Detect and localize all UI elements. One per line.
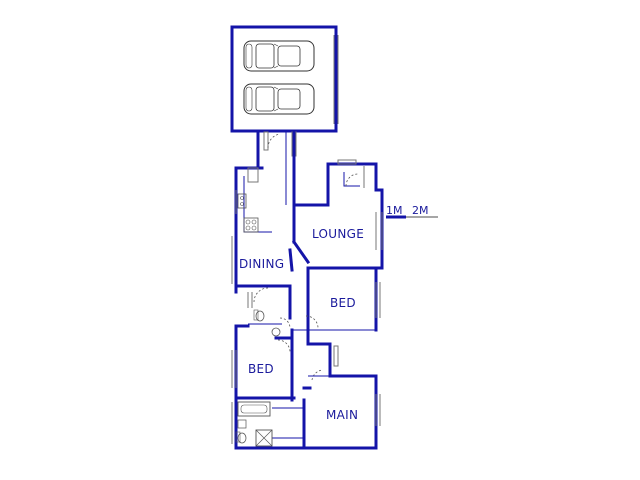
scale-bar: 1M 2M [386, 204, 438, 219]
bathtub-icon [237, 401, 271, 417]
shower-icon [255, 429, 273, 447]
scale-label-1m: 1M [386, 204, 403, 217]
room-label-dining: DINING [239, 257, 284, 271]
car-icon [243, 40, 315, 72]
main-bedroom: MAIN [302, 374, 381, 450]
bedroom-2: BED [231, 324, 296, 402]
car-icon [243, 83, 315, 115]
basin-icon [271, 327, 281, 337]
passage-2 [308, 342, 339, 381]
passage [256, 130, 296, 207]
garage [230, 25, 339, 157]
bathroom-2 [231, 396, 306, 450]
room-label-main: MAIN [326, 408, 358, 422]
scale-label-2m: 2M [412, 204, 429, 217]
bathroom-1 [234, 284, 292, 337]
kitchen-dining: DINING [231, 154, 294, 294]
toilet-icon [253, 309, 265, 322]
lounge: LOUNGE [291, 159, 384, 270]
room-label-lounge: LOUNGE [312, 227, 364, 241]
bedroom-1: BED [292, 266, 381, 346]
stove-icon [243, 217, 259, 233]
basin-icon [237, 419, 247, 429]
room-label-bed-1: BED [330, 296, 356, 310]
sink-icon [237, 193, 247, 209]
room-label-bed-2: BED [248, 362, 274, 376]
toilet-icon [235, 431, 247, 444]
